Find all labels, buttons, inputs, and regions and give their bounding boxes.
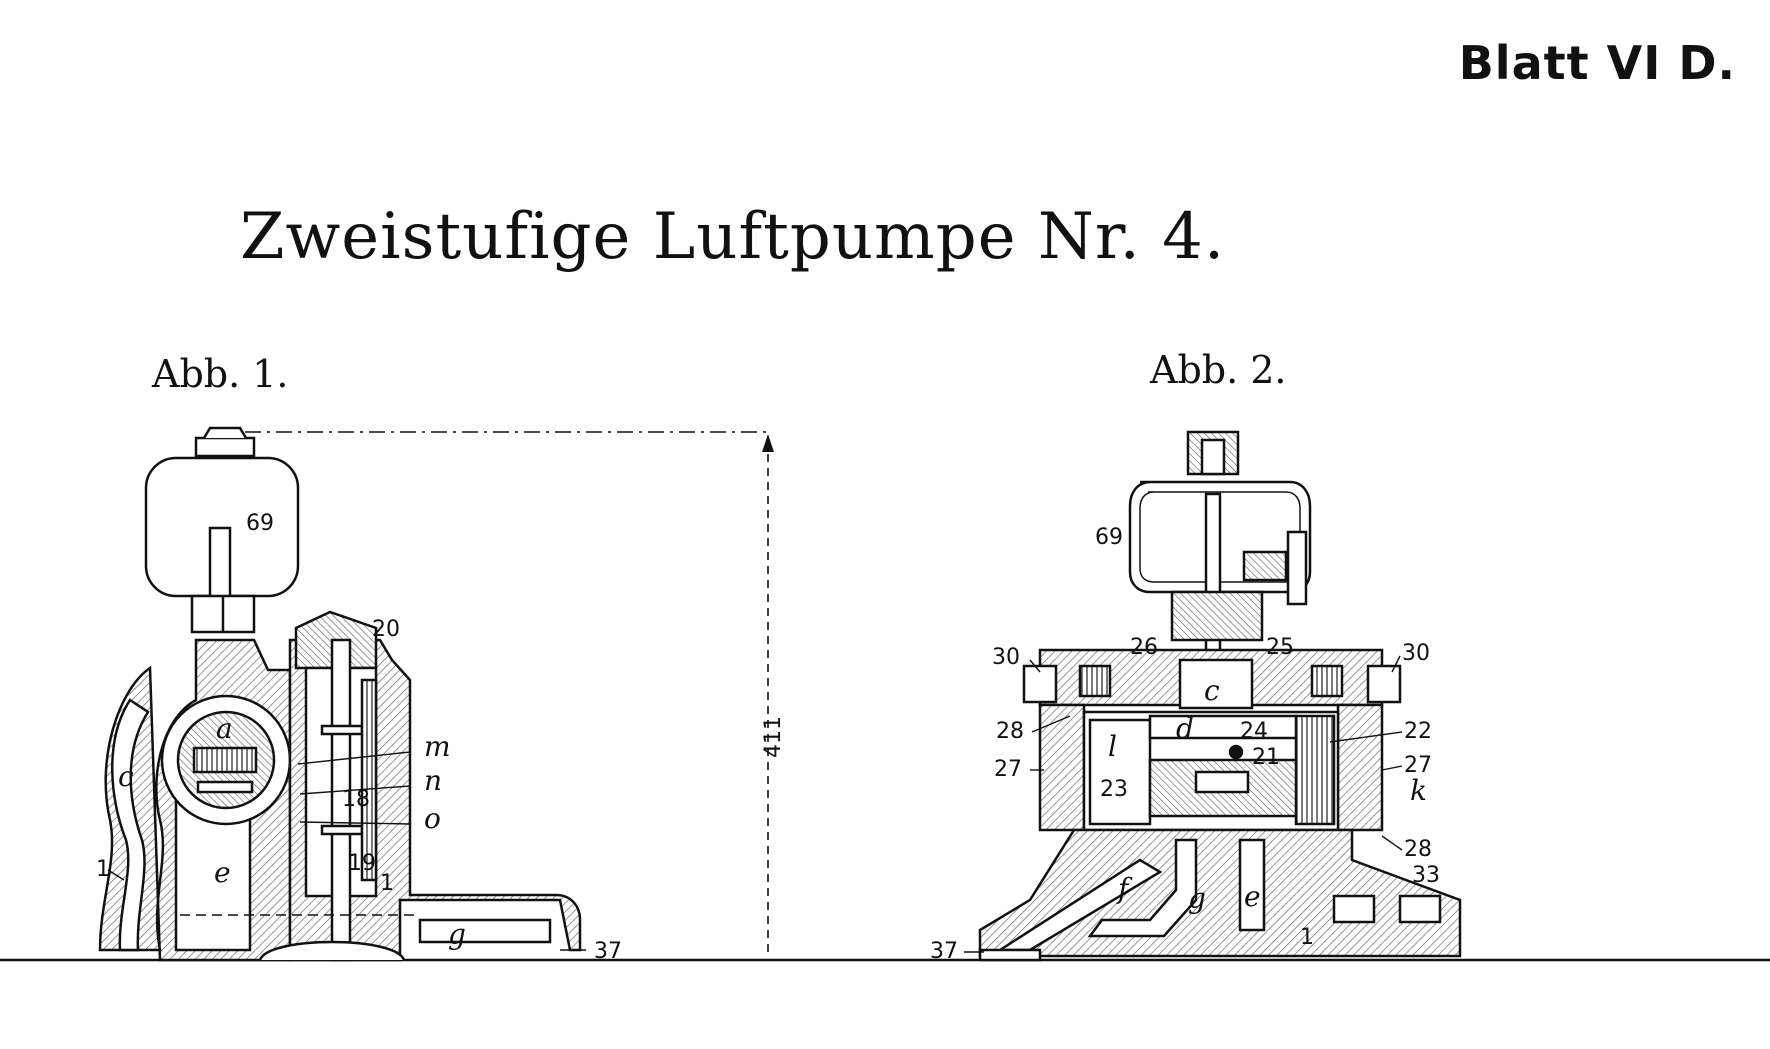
fig2-label-33: 33 [1412, 863, 1440, 888]
fig2-label-c: c [1204, 674, 1220, 707]
fig2-label-28-bottom: 28 [1404, 837, 1432, 862]
fig1-label-m: m [424, 730, 451, 763]
figure-2-labels: 69 26 25 30 30 c 28 22 d 24 27 21 27 l 2… [930, 525, 1440, 964]
fig2-label-e: e [1244, 880, 1261, 913]
fig2-label-24: 24 [1240, 719, 1268, 744]
fig2-label-37: 37 [930, 939, 958, 964]
fig2-label-g: g [1188, 882, 1206, 915]
figure-1-caption: Abb. 1. [152, 352, 289, 396]
fig2-label-30-right: 30 [1402, 641, 1430, 666]
fig1-dimension-411: 411 [761, 716, 786, 758]
fig2-label-27-right: 27 [1404, 753, 1432, 778]
fig2-label-30-left: 30 [992, 645, 1020, 670]
fig2-label-23: 23 [1100, 777, 1128, 802]
sheet-label: Blatt VI D. [1458, 36, 1736, 90]
fig1-label-20: 20 [372, 617, 400, 642]
fig2-label-25: 25 [1266, 635, 1294, 660]
fig1-label-o: o [424, 802, 441, 835]
fig1-label-1-right: 1 [380, 871, 394, 896]
fig2-label-28-top: 28 [996, 719, 1024, 744]
fig1-label-37: 37 [594, 939, 622, 964]
fig2-label-1: 1 [1300, 925, 1314, 950]
figure-1-labels: 69 20 c a m n o 18 e 1 19 1 g 37 411 [96, 511, 786, 964]
fig1-label-69: 69 [246, 511, 274, 536]
fig2-label-27-left: 27 [994, 757, 1022, 782]
fig2-label-69: 69 [1095, 525, 1123, 550]
figure-1-drawing [98, 426, 774, 962]
fig2-label-d: d [1176, 712, 1194, 745]
page-title: Zweistufige Luftpumpe Nr. 4. [240, 200, 1226, 274]
fig1-label-c: c [118, 760, 134, 793]
fig1-label-a: a [216, 712, 233, 745]
fig1-label-g: g [448, 918, 466, 951]
figure-2-drawing [978, 430, 1462, 962]
fig2-label-26: 26 [1130, 635, 1158, 660]
figure-2-caption: Abb. 2. [1150, 348, 1287, 392]
fig2-label-21: 21 [1252, 745, 1280, 770]
fig2-label-22: 22 [1404, 719, 1432, 744]
fig2-label-k: k [1410, 774, 1427, 807]
fig2-label-l: l [1108, 730, 1117, 763]
fig1-label-19: 19 [348, 851, 376, 876]
fig1-label-n: n [424, 764, 442, 797]
fig1-label-e: e [214, 856, 231, 889]
fig1-label-1-left: 1 [96, 857, 110, 882]
